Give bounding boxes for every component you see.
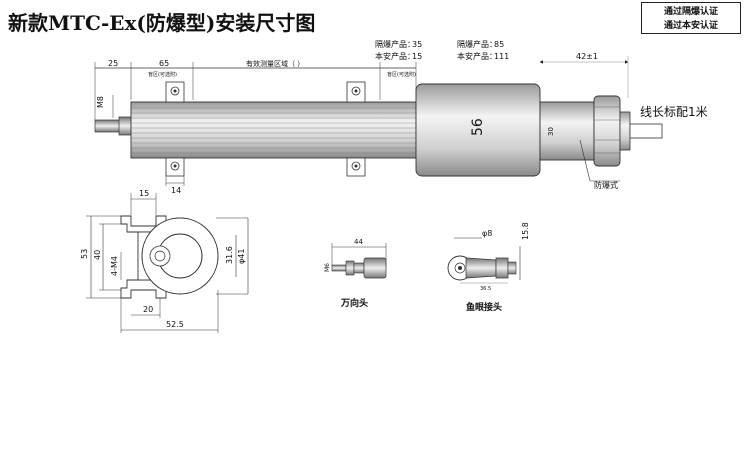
table-right-value-2: 111 bbox=[494, 52, 509, 61]
mount-clamp-bottom-right bbox=[346, 157, 366, 177]
sensor-top-view: 25 65 有效测量区域（ ） 盲区(可选附) 盲区(可选附) 42±1 M8 bbox=[94, 52, 708, 195]
dim-31-6: 31.6 bbox=[225, 246, 234, 264]
mount-clamp-top-left bbox=[165, 81, 185, 103]
body-dia-56: 56 bbox=[470, 118, 486, 136]
table-right-label-1: 隔爆产品： bbox=[457, 39, 497, 49]
uj-dim-m6: M6 bbox=[324, 263, 331, 272]
universal-joint-label: 万向头 bbox=[340, 297, 368, 309]
universal-joint: 44 M6 万向头 bbox=[324, 238, 387, 309]
effective-range-label: 有效测量区域（ ） bbox=[246, 59, 304, 68]
dim-4-m4: 4-M4 bbox=[110, 256, 119, 276]
dead-zone-left-label: 盲区(可选附) bbox=[148, 71, 177, 78]
dim-15: 15 bbox=[139, 189, 149, 198]
dim-52-5: 52.5 bbox=[166, 320, 184, 329]
table-left-label-1: 隔爆产品： bbox=[375, 39, 415, 49]
cert-line-intrinsic-safe: 通过本安认证 bbox=[663, 21, 718, 31]
fisheye-dim-8: φ8 bbox=[482, 229, 492, 238]
dead-zone-right-label: 盲区(可选附) bbox=[387, 71, 416, 78]
spec-table: 隔爆产品： 35 本安产品： 15 隔爆产品： 85 本安产品： 111 bbox=[375, 39, 509, 61]
table-left-value-2: 15 bbox=[412, 52, 422, 61]
cert-line-explosion-proof: 通过隔爆认证 bbox=[663, 7, 718, 17]
fisheye-joint: φ8 15.8 36.5 鱼眼接头 bbox=[447, 222, 530, 313]
dim-65: 65 bbox=[159, 59, 169, 68]
table-right-value-1: 85 bbox=[494, 40, 504, 49]
thread-m8: M8 bbox=[96, 96, 105, 108]
dim-42: 42±1 bbox=[576, 52, 598, 61]
table-left-value-1: 35 bbox=[412, 40, 422, 49]
dim-53: 53 bbox=[80, 249, 89, 259]
table-left-label-2: 本安产品： bbox=[375, 51, 415, 61]
dim-40: 40 bbox=[93, 250, 102, 260]
fisheye-joint-label: 鱼眼接头 bbox=[466, 301, 502, 313]
mount-clamp-top-right bbox=[346, 81, 366, 103]
cable-length-label: 线长标配1米 bbox=[640, 105, 708, 119]
sensor-side-view: 15 53 40 4-M4 31.6 bbox=[80, 189, 249, 333]
body-dia-30: 30 bbox=[547, 127, 555, 136]
mount-clamp-bottom-left bbox=[165, 157, 185, 177]
certification-box: 通过隔爆认证 通过本安认证 bbox=[641, 2, 741, 34]
dim-14: 14 bbox=[171, 186, 181, 195]
explosion-proof-label: 防爆式 bbox=[594, 180, 618, 190]
dim-20: 20 bbox=[143, 305, 153, 314]
uj-dim-44: 44 bbox=[354, 238, 363, 246]
dim-25: 25 bbox=[108, 59, 118, 68]
dim-41: φ41 bbox=[237, 249, 246, 264]
fisheye-dim-15-8: 15.8 bbox=[521, 222, 530, 240]
page-title: 新款MTC-Ex(防爆型)安装尺寸图 bbox=[8, 11, 315, 35]
table-right-label-2: 本安产品： bbox=[457, 51, 497, 61]
fisheye-dim-36-5: 36.5 bbox=[480, 286, 491, 292]
